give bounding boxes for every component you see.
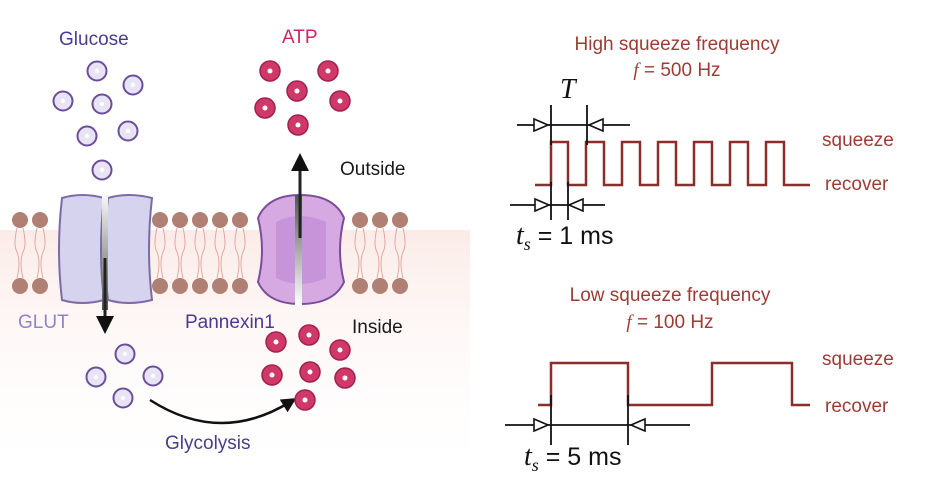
pannexin1-channel: [256, 153, 346, 306]
atp-highlight: [307, 369, 313, 375]
high-recover-label: recover: [825, 174, 889, 195]
lipid-tail: [194, 227, 200, 279]
outside-label: Outside: [340, 159, 406, 180]
lipid-tail: [240, 227, 246, 279]
high-frequency-title: High squeeze frequency: [574, 34, 780, 55]
lipid-tail: [394, 227, 400, 279]
atp-highlight: [295, 122, 301, 128]
low-frequency-value: f = 100 Hz: [626, 312, 714, 333]
lipid-head: [372, 212, 388, 228]
atp-highlight: [325, 68, 331, 74]
lipid-head: [352, 212, 368, 228]
lipid-tail: [200, 227, 206, 279]
lipid-head: [192, 278, 208, 294]
atp-highlight: [273, 339, 279, 345]
lipid-bilayer: [12, 212, 408, 294]
glucose-highlight: [99, 101, 105, 107]
glucose-highlight: [93, 374, 99, 380]
lipid-head: [12, 278, 28, 294]
period-symbol: T: [560, 74, 576, 105]
lipid-tail: [360, 227, 366, 279]
lipid-head: [232, 278, 248, 294]
lipid-head: [172, 278, 188, 294]
glucose-highlight: [125, 128, 131, 134]
lipid-head: [392, 212, 408, 228]
lipid-head: [392, 278, 408, 294]
glycolysis-arrow: [149, 398, 297, 425]
atp-highlight: [306, 332, 312, 338]
lipid-head: [172, 212, 188, 228]
high-squeeze-label: squeeze: [822, 130, 894, 151]
lipid-tail: [180, 227, 186, 279]
glycolysis-label: Glycolysis: [165, 433, 251, 454]
low-frequency-waveform: [505, 361, 810, 445]
glucose-label: Glucose: [59, 29, 129, 50]
lipid-head: [212, 212, 228, 228]
lipid-head: [232, 212, 248, 228]
glucose-highlight: [84, 133, 90, 139]
glucose-highlight: [130, 82, 136, 88]
lipid-head: [372, 278, 388, 294]
glut-label: GLUT: [18, 312, 69, 333]
high-frequency-waveform: [510, 105, 810, 220]
lipid-tail: [374, 227, 380, 279]
lipid-tail: [380, 227, 386, 279]
inside-label: Inside: [352, 317, 403, 338]
lipid-tail: [234, 227, 240, 279]
atp-highlight: [337, 347, 343, 353]
high-frequency-value: f = 500 Hz: [633, 60, 721, 81]
atp-molecules: [254, 60, 356, 411]
low-ts-label: ts = 5 ms: [524, 441, 622, 475]
lipid-head: [192, 212, 208, 228]
lipid-head: [152, 278, 168, 294]
low-recover-label: recover: [825, 396, 889, 417]
atp-highlight: [294, 88, 300, 94]
glucose-highlight: [150, 373, 156, 379]
lipid-tail: [160, 227, 166, 279]
lipid-tail: [400, 227, 406, 279]
high-ts-label: ts = 1 ms: [516, 220, 614, 254]
glucose-highlight: [60, 98, 66, 104]
low-squeeze-label: squeeze: [822, 349, 894, 370]
lipid-head: [212, 278, 228, 294]
glut-transporter: [58, 190, 154, 334]
lipid-head: [32, 212, 48, 228]
lipid-tail: [40, 227, 46, 279]
atp-highlight: [302, 397, 308, 403]
glucose-molecules: [52, 60, 164, 409]
lipid-tail: [220, 227, 226, 279]
glucose-highlight: [99, 167, 105, 173]
lipid-tail: [20, 227, 26, 279]
atp-highlight: [267, 68, 273, 74]
pannexin1-label: Pannexin1: [185, 312, 275, 333]
glucose-highlight: [94, 68, 100, 74]
lipid-tail: [34, 227, 40, 279]
lipid-tail: [154, 227, 160, 279]
lipid-head: [152, 212, 168, 228]
lipid-tail: [214, 227, 220, 279]
lipid-head: [352, 278, 368, 294]
glucose-highlight: [120, 395, 126, 401]
lipid-tail: [14, 227, 20, 279]
atp-highlight: [337, 98, 343, 104]
lipid-tail: [174, 227, 180, 279]
lipid-head: [32, 278, 48, 294]
atp-highlight: [342, 375, 348, 381]
glucose-highlight: [122, 351, 128, 357]
atp-highlight: [262, 105, 268, 111]
atp-highlight: [269, 372, 275, 378]
low-frequency-title: Low squeeze frequency: [569, 285, 771, 306]
atp-label: ATP: [282, 27, 318, 48]
lipid-head: [12, 212, 28, 228]
lipid-tail: [354, 227, 360, 279]
